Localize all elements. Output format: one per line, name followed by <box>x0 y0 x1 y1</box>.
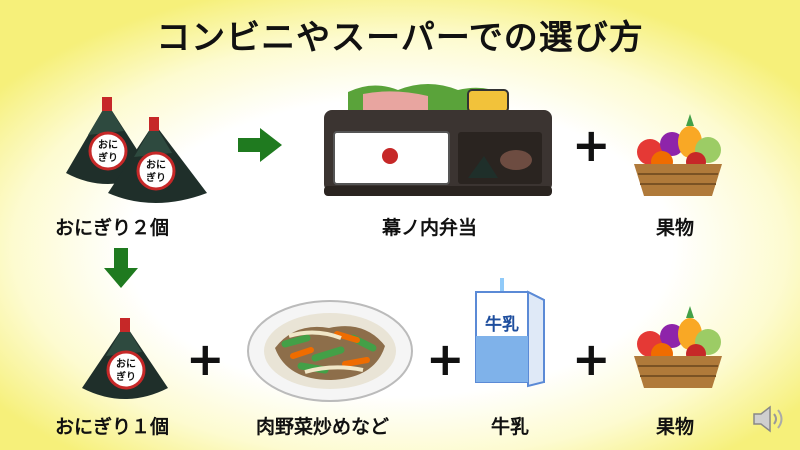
stir-fry-plate-image <box>245 298 415 404</box>
onigiri-text-top: おに <box>116 358 136 370</box>
down-arrow-icon <box>104 248 138 288</box>
plus-sign: + <box>186 336 225 382</box>
speaker-icon[interactable] <box>752 404 788 434</box>
milk-carton-text: 牛乳 <box>485 314 519 335</box>
stir-fry-label: 肉野菜炒めなど <box>256 412 389 439</box>
fruit-basket-image <box>628 108 728 200</box>
onigiri-text-top: おに <box>98 139 118 151</box>
plus-sign: + <box>426 336 465 382</box>
milk-carton-image: 牛乳 <box>470 278 550 390</box>
onigiri-text-bottom: ぎり <box>116 370 136 383</box>
makunouchi-bento-label: 幕ノ内弁当 <box>382 213 477 240</box>
plus-sign: + <box>572 122 611 168</box>
onigiri-text-bottom: ぎり <box>98 151 118 164</box>
right-arrow-icon <box>238 128 282 162</box>
onigiri-single-image: おに ぎり <box>80 318 170 400</box>
plus-sign: + <box>572 336 611 382</box>
onigiri-text-top: おに <box>146 159 166 171</box>
milk-label: 牛乳 <box>491 412 529 439</box>
fruit-label-row2: 果物 <box>656 412 694 439</box>
bento-box-image <box>318 82 558 200</box>
fruit-basket-image <box>628 300 728 392</box>
onigiri-one-label: おにぎり１個 <box>55 412 169 439</box>
page-title: コンビニやスーパーでの選び方 <box>0 10 800 59</box>
onigiri-two-label: おにぎり２個 <box>55 213 169 240</box>
fruit-label-row1: 果物 <box>656 213 694 240</box>
onigiri-pair-image: おに ぎり おに ぎり <box>62 95 222 205</box>
onigiri-text-bottom: ぎり <box>146 171 166 184</box>
